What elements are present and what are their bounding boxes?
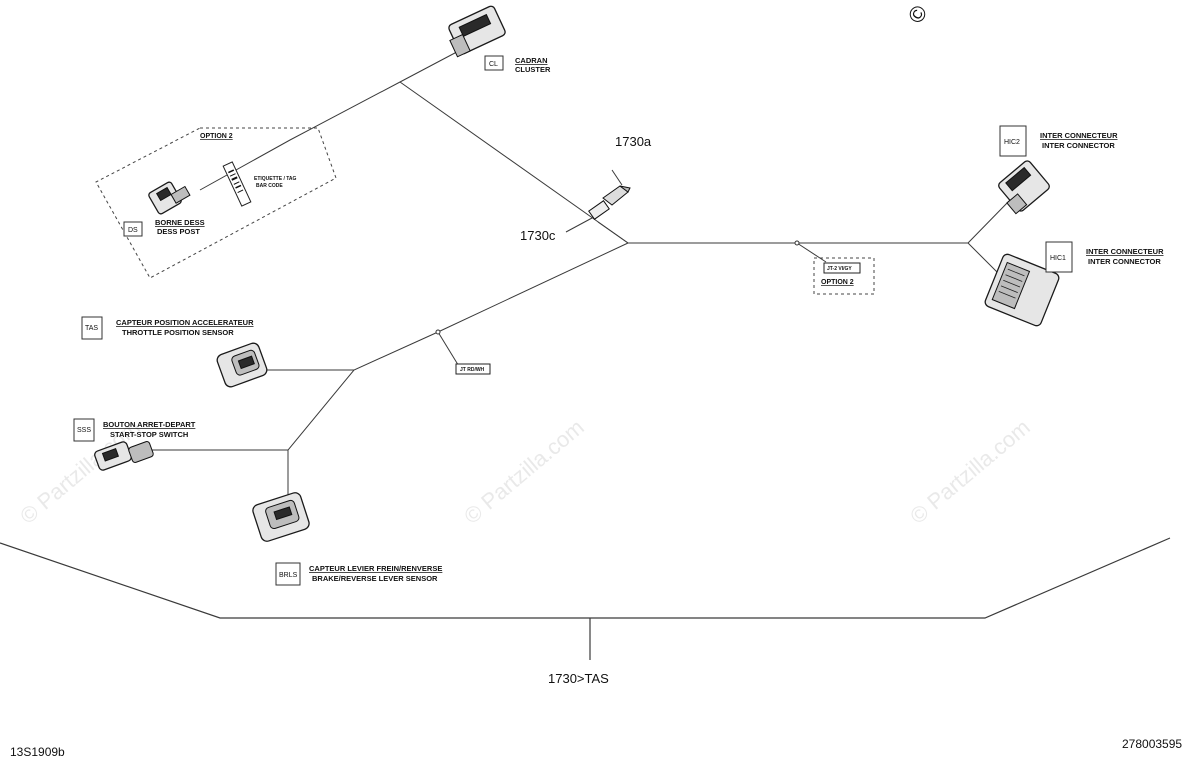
option-right-dashed-frame bbox=[813, 257, 875, 295]
junction-tag-text: JT RD/WH bbox=[460, 367, 485, 373]
hic1-label-en: INTER CONNECTOR bbox=[1088, 257, 1161, 266]
part-number: 278003595 bbox=[1122, 737, 1182, 751]
hic1-label-fr: INTER CONNECTEUR bbox=[1086, 247, 1164, 256]
watermark-right: © Partzilla.com bbox=[905, 414, 1035, 528]
option-right-group: JT-2 VI/GY OPTION 2 bbox=[813, 257, 875, 295]
option-left-group: OPTION 2 ETIQUETTE / TAG BAR CODE DS BOR… bbox=[95, 127, 337, 279]
sss-connector: SSS BOUTON ARRET-DEPART START-STOP SWITC… bbox=[73, 418, 196, 471]
brls-label-fr: CAPTEUR LEVIER FREIN/RENVERSE bbox=[309, 564, 442, 573]
junction-dot-left bbox=[435, 329, 441, 335]
junction-tag-box bbox=[455, 363, 491, 375]
barcode-lines bbox=[228, 169, 244, 193]
dess-post-connector bbox=[148, 181, 191, 215]
sss-code-box bbox=[73, 418, 95, 442]
brls-code-box bbox=[275, 562, 301, 586]
hic2-label-en: INTER CONNECTOR bbox=[1042, 141, 1115, 150]
tps-label-en: THROTTLE POSITION SENSOR bbox=[122, 328, 234, 337]
wire-junction-tag-lead-right bbox=[796, 242, 827, 263]
option-left-label: OPTION 2 bbox=[200, 133, 233, 140]
cluster-label-en: CLUSTER bbox=[515, 65, 551, 74]
callout-1730c: 1730c bbox=[520, 228, 556, 243]
option-left-dashed-frame bbox=[95, 127, 337, 279]
barcode-tag-line1: ETIQUETTE / TAG bbox=[254, 176, 297, 182]
wire-to-1730c bbox=[597, 221, 629, 244]
dess-code: DS bbox=[128, 227, 138, 234]
sss-code: SSS bbox=[77, 427, 91, 434]
junction-dot-right bbox=[794, 240, 800, 246]
brls-connector: BRLS CAPTEUR LEVIER FREIN/RENVERSE BRAKE… bbox=[252, 492, 442, 586]
stud-nut bbox=[588, 200, 610, 220]
barcode-tag-line2: BAR CODE bbox=[256, 183, 283, 189]
dess-code-box bbox=[123, 221, 143, 237]
brls-code: BRLS bbox=[279, 572, 298, 579]
wire-main-trunk bbox=[399, 81, 629, 244]
sss-label-en: START-STOP SWITCH bbox=[110, 430, 188, 439]
wire-to-hic2 bbox=[967, 199, 1011, 244]
cluster-code: CL bbox=[489, 61, 498, 68]
junction-tag-group: JT RD/WH bbox=[455, 363, 491, 375]
watermark-center: © Partzilla.com bbox=[459, 414, 589, 528]
main-callout-label: 1730>TAS bbox=[548, 671, 609, 686]
cluster-code-box bbox=[484, 55, 504, 71]
hic1-code: HIC1 bbox=[1050, 255, 1066, 262]
wire-junction-tag-lead bbox=[437, 331, 461, 369]
hic1-connector: HIC1 INTER CONNECTEUR INTER CONNECTOR bbox=[984, 241, 1164, 327]
wire-cluster-branch bbox=[199, 44, 471, 191]
hic2-connector: HIC2 INTER CONNECTEUR INTER CONNECTOR bbox=[998, 125, 1118, 215]
option-right-label: OPTION 2 bbox=[821, 279, 854, 286]
cluster-connector: CL CADRAN CLUSTER bbox=[448, 5, 551, 74]
ground-stud-1730: 1730a 1730c bbox=[520, 134, 652, 243]
bottom-bracket-line bbox=[0, 537, 1171, 619]
hic2-label-fr: INTER CONNECTEUR bbox=[1040, 131, 1118, 140]
barcode-tag bbox=[222, 161, 252, 207]
drawing-code: 13S1909b bbox=[10, 745, 65, 759]
hic1-code-box bbox=[1045, 241, 1073, 273]
dess-label-fr: BORNE DESS bbox=[155, 218, 205, 227]
hic2-code-box bbox=[999, 125, 1027, 157]
option-right-tag: JT-2 VI/GY bbox=[827, 266, 852, 272]
tps-code: TAS bbox=[85, 325, 98, 332]
hic2-code: HIC2 bbox=[1004, 139, 1020, 146]
copyright-mark: © bbox=[903, 1, 933, 28]
cluster-label-fr: CADRAN bbox=[515, 56, 548, 65]
brls-label-en: BRAKE/REVERSE LEVER SENSOR bbox=[312, 574, 438, 583]
tps-connector: TAS CAPTEUR POSITION ACCELERATEUR THROTT… bbox=[81, 316, 268, 388]
tps-code-box bbox=[81, 316, 103, 340]
tps-label-fr: CAPTEUR POSITION ACCELERATEUR bbox=[116, 318, 254, 327]
dess-label-en: DESS POST bbox=[157, 227, 200, 236]
option-right-tag-box bbox=[823, 262, 861, 274]
sss-label-fr: BOUTON ARRET-DEPART bbox=[103, 420, 196, 429]
callout-1730a: 1730a bbox=[615, 134, 652, 149]
